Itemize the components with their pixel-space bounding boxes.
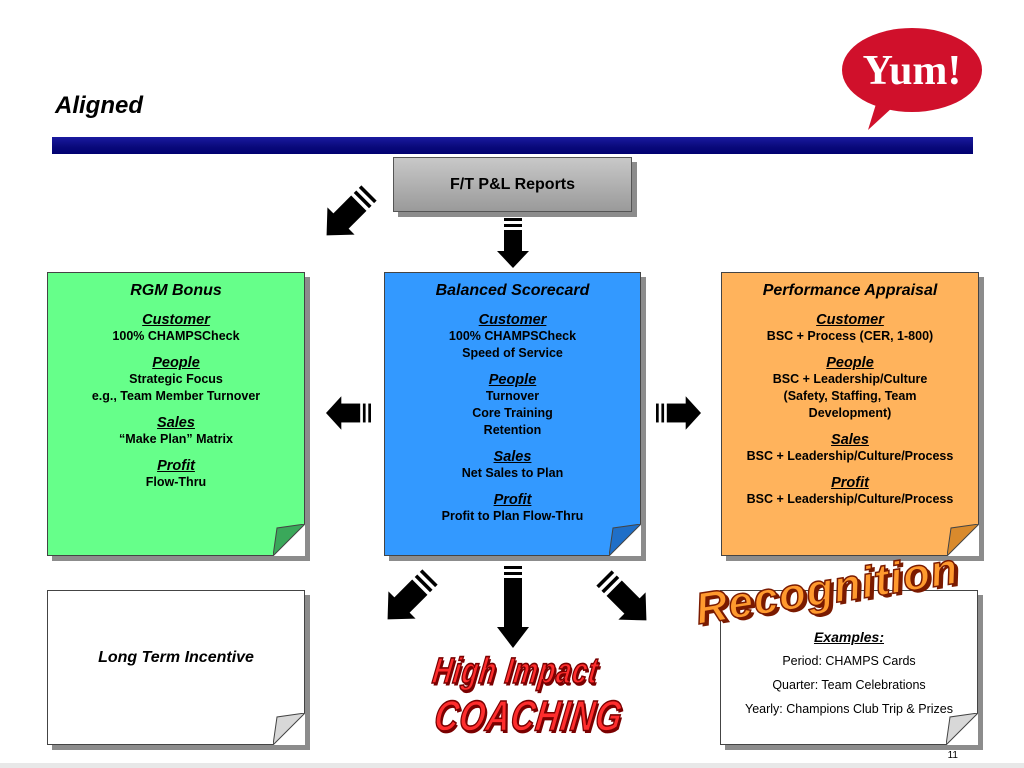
rgm-sales-section: Sales “Make Plan” Matrix [48,415,304,448]
pa-customer-section: Customer BSC + Process (CER, 1-800) [722,312,978,345]
rgm-heading: RGM Bonus [130,282,222,299]
example-yearly: Yearly: Champions Club Trip & Prizes [745,702,953,716]
bsc-profit-line: Profit to Plan Flow-Thru [441,509,584,523]
page-fold-icon [946,713,978,745]
bsc-people-line: Turnover [485,389,540,403]
coaching-wordart-line1: High Impact [430,650,603,692]
bsc-customer-section: Customer 100% CHAMPSCheck Speed of Servi… [385,312,640,362]
rgm-bonus-box: RGM Bonus Customer 100% CHAMPSCheck Peop… [47,272,305,556]
arrow-bsc-to-pa [656,396,701,430]
recognition-examples-box: Examples: Period: CHAMPS Cards Quarter: … [720,590,978,745]
pl-reports-label: F/T P&L Reports [449,176,576,193]
pa-people-line: Development) [808,406,892,420]
pa-sales-line: BSC + Leadership/Culture/Process [746,449,954,463]
bsc-profit-section: Profit Profit to Plan Flow-Thru [385,492,640,525]
pa-customer-label: Customer [816,312,884,328]
bsc-customer-line: Speed of Service [462,346,563,360]
rgm-people-line: Strategic Focus [129,372,223,386]
arrow-bsc-to-rgm [326,396,371,430]
rgm-customer-section: Customer 100% CHAMPSCheck [48,312,304,345]
pa-people-section: People BSC + Leadership/Culture (Safety,… [722,355,978,422]
pa-profit-label: Profit [831,475,869,491]
pa-people-label: People [826,355,874,371]
yum-logo: Yum! [842,28,982,130]
performance-appraisal-box: Performance Appraisal Customer BSC + Pro… [721,272,979,556]
pa-sales-label: Sales [831,432,869,448]
page-fold-icon [273,524,305,556]
bsc-people-line: Retention [483,423,542,437]
pa-customer-line: BSC + Process (CER, 1-800) [766,329,934,343]
rgm-people-label: People [152,355,200,371]
slide-title: Aligned [55,92,143,119]
logo-text: Yum! [863,48,962,94]
example-quarter: Quarter: Team Celebrations [772,678,926,692]
page-number: 11 [947,750,958,761]
pa-profit-section: Profit BSC + Leadership/Culture/Process [722,475,978,508]
pl-reports-box: F/T P&L Reports [393,157,632,212]
rgm-people-line: e.g., Team Member Turnover [91,389,261,403]
arrow-pl-to-bsc [497,218,529,268]
coaching-wordart-line2: COACHING [431,691,627,740]
bsc-sales-section: Sales Net Sales to Plan [385,449,640,482]
rgm-customer-line: 100% CHAMPSCheck [112,329,240,343]
pa-sales-section: Sales BSC + Leadership/Culture/Process [722,432,978,465]
rgm-profit-line: Flow-Thru [145,475,207,489]
arrow-pl-to-rgm [312,179,383,250]
examples-heading: Examples: [813,629,885,645]
bsc-people-label: People [488,372,537,388]
pa-heading: Performance Appraisal [762,282,938,299]
bsc-customer-line: 100% CHAMPSCheck [448,329,577,343]
page-fold-icon [609,524,641,556]
rgm-profit-label: Profit [157,458,195,474]
bsc-sales-line: Net Sales to Plan [461,466,564,480]
rgm-profit-section: Profit Flow-Thru [48,458,304,491]
bsc-people-section: People Turnover Core Training Retention [385,372,640,439]
bsc-profit-label: Profit [493,492,532,508]
pa-profit-line: BSC + Leadership/Culture/Process [746,492,954,506]
rgm-people-section: People Strategic Focus e.g., Team Member… [48,355,304,405]
bsc-heading: Balanced Scorecard [435,282,590,299]
rgm-sales-line: “Make Plan” Matrix [119,432,233,446]
lti-label: Long Term Incentive [98,649,254,666]
bsc-sales-label: Sales [493,449,532,465]
rgm-customer-label: Customer [142,312,210,328]
arrow-bsc-to-coaching [497,566,529,648]
footer-line [0,763,1024,768]
title-bar [52,137,973,154]
pa-people-line: BSC + Leadership/Culture [772,372,928,386]
bsc-customer-label: Customer [478,312,547,328]
rgm-sales-label: Sales [157,415,195,431]
arrow-bsc-to-lti [373,563,444,634]
pa-people-line: (Safety, Staffing, Team [783,389,917,403]
page-fold-icon [273,713,305,745]
long-term-incentive-box: Long Term Incentive [47,590,305,745]
example-period: Period: CHAMPS Cards [782,654,916,668]
bsc-people-line: Core Training [472,406,553,420]
balanced-scorecard-box: Balanced Scorecard Customer 100% CHAMPSC… [384,272,641,556]
arrow-bsc-to-recognition [590,564,661,635]
page-fold-icon [947,524,979,556]
